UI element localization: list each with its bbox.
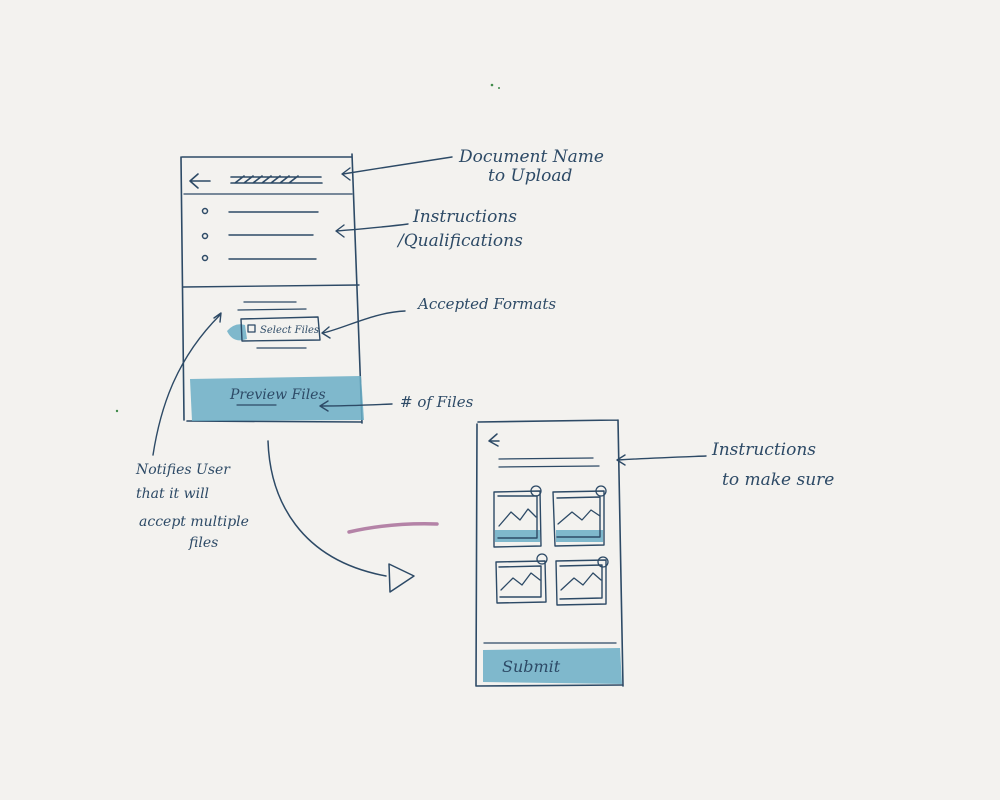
preview-files-button[interactable]: Preview Files xyxy=(190,376,364,421)
annotation-file-count: # of Files xyxy=(319,393,474,412)
document-title-scribble xyxy=(230,175,323,184)
screen-two-wireframe: Submit xyxy=(475,419,624,687)
screen-one-frame xyxy=(180,153,363,424)
list-bullet xyxy=(201,232,209,240)
stray-dot xyxy=(498,87,500,89)
annotation-text: files xyxy=(188,535,218,551)
annotation-text: # of Files xyxy=(400,393,474,411)
annotation-text: Instructions xyxy=(412,207,517,227)
select-files-button[interactable]: Select Files xyxy=(240,316,321,342)
annotation-accepted-formats: Accepted Formats xyxy=(321,295,556,339)
annotation-text: accept multiple xyxy=(139,514,249,530)
checkbox-icon xyxy=(536,553,548,565)
checkbox-icon xyxy=(247,324,256,333)
submit-label: Submit xyxy=(502,657,561,676)
annotation-instructions: Instructions /Qualifications xyxy=(335,207,523,251)
flow-arrow xyxy=(267,440,415,593)
stray-dot xyxy=(115,409,119,413)
annotation-text: Notifies User xyxy=(135,462,231,478)
play-arrow-icon xyxy=(388,563,415,593)
photo-grid xyxy=(493,485,609,606)
annotation-text: to make sure xyxy=(722,470,834,490)
stray-dot xyxy=(490,83,494,87)
instruction-line xyxy=(498,457,594,460)
list-bullet xyxy=(201,207,209,215)
section-divider xyxy=(182,284,360,288)
annotation-instructions-sure: Instructions to make sure xyxy=(616,440,834,490)
annotation-text: /Qualifications xyxy=(396,231,523,251)
preview-files-label: Preview Files xyxy=(229,387,326,403)
instructions-list xyxy=(201,207,319,262)
image-placeholder-icon[interactable] xyxy=(552,485,607,547)
annotation-text: to Upload xyxy=(488,166,572,186)
annotation-text: Accepted Formats xyxy=(416,295,556,313)
image-placeholder-icon[interactable] xyxy=(495,553,548,604)
screen-two-frame xyxy=(475,419,624,687)
stray-mark xyxy=(347,522,439,534)
list-bullet xyxy=(201,254,209,262)
highlight-smudge xyxy=(227,324,247,341)
image-placeholder-icon[interactable] xyxy=(493,485,542,548)
submit-button[interactable]: Submit xyxy=(483,648,622,684)
screen-one-wireframe: Select Files Preview Files xyxy=(180,153,364,424)
annotation-text: that it will xyxy=(136,486,209,502)
annotation-notifies-user: Notifies User that it will accept multip… xyxy=(135,312,249,551)
annotation-document-name: Document Name to Upload xyxy=(341,147,604,186)
annotation-text: Document Name xyxy=(458,147,604,167)
upload-text-line xyxy=(237,308,307,311)
arrow-left-icon[interactable] xyxy=(189,173,211,189)
select-files-label: Select Files xyxy=(260,325,319,336)
checkbox-icon xyxy=(530,485,542,497)
annotation-text: Instructions xyxy=(711,440,816,460)
back-icon[interactable] xyxy=(488,433,500,447)
instruction-line xyxy=(498,465,600,468)
checkbox-icon xyxy=(597,556,609,568)
checkbox-icon xyxy=(595,485,607,497)
image-placeholder-icon[interactable] xyxy=(555,556,609,606)
